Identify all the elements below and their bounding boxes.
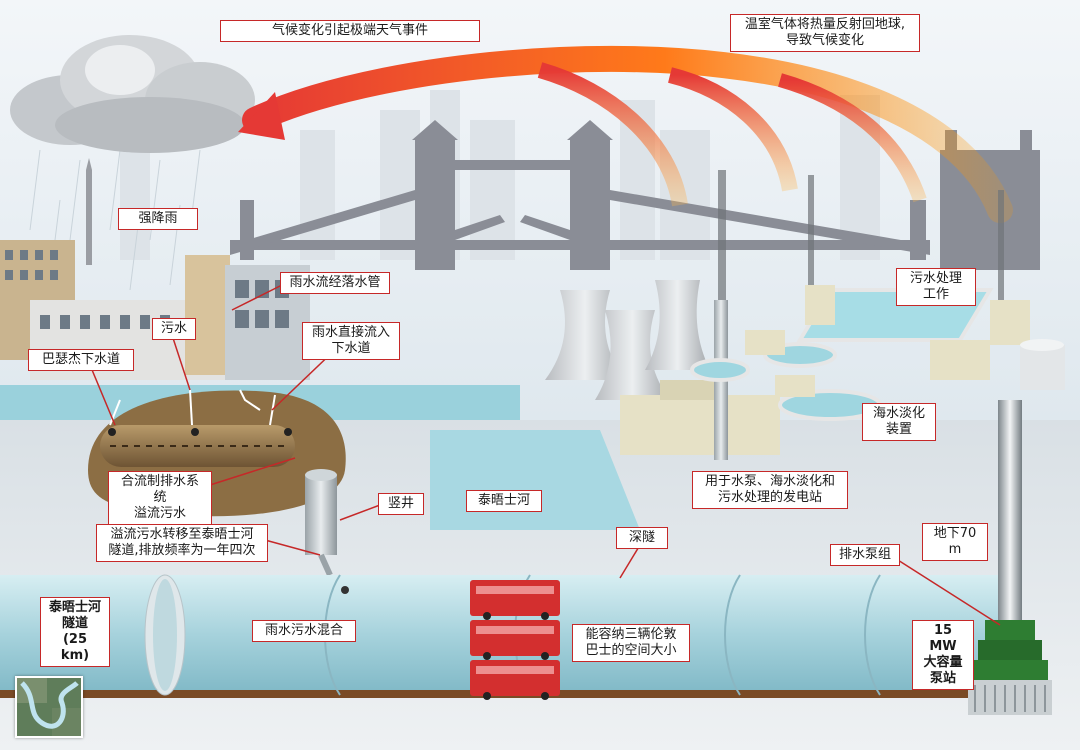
map-thumbnail-icon (15, 676, 83, 738)
label-depth: 地下70 m (922, 523, 988, 561)
monument (86, 158, 92, 265)
label-combined-overflow: 合流制排水系统 溢流污水 (108, 471, 212, 525)
label-power-station: 用于水泵、海水淡化和 污水处理的发电站 (692, 471, 848, 509)
label-sewage-treatment: 污水处理 工作 (896, 268, 976, 306)
label-bazalgette: 巴瑟杰下水道 (28, 349, 134, 371)
smoke (718, 170, 1004, 310)
label-shaft: 竖井 (378, 493, 424, 515)
label-desalination: 海水淡化 装置 (862, 403, 936, 441)
skyline (120, 90, 880, 260)
label-tideway-tunnel: 泰晤士河 隧道 (25 km) (40, 597, 110, 667)
greenhouse-arrows (238, 45, 1013, 223)
label-thames: 泰晤士河 (466, 490, 542, 512)
label-bus-capacity: 能容纳三辆伦敦 巴士的空间大小 (572, 624, 690, 662)
tower-bridge-icon (230, 120, 1040, 270)
label-sewage: 污水 (152, 318, 196, 340)
label-greenhouse: 温室气体将热量反射回地球, 导致气候变化 (730, 14, 920, 52)
bazalgette-sewer-pipe (100, 425, 295, 467)
downpipes (109, 389, 276, 426)
label-rain-downpipe: 雨水流经落水管 (280, 272, 390, 294)
label-mixed-water: 雨水污水混合 (252, 620, 356, 642)
label-overflow-transfer: 溢流污水转移至泰晤士河 隧道,排放频率为一年四次 (96, 524, 268, 562)
label-pump-set: 排水泵组 (830, 544, 900, 566)
label-heavy-rain: 强降雨 (118, 208, 198, 230)
label-deep-tunnel: 深隧 (616, 527, 668, 549)
label-pump-station: 15 MW 大容量 泵站 (912, 620, 974, 690)
bus-icon (470, 580, 560, 700)
pump-icon (968, 400, 1052, 715)
shaft (305, 469, 337, 577)
label-climate-event: 气候变化引起极端天气事件 (220, 20, 480, 42)
cloud-icon (10, 35, 255, 153)
label-rain-direct: 雨水直接流入 下水道 (302, 322, 400, 360)
cooling-tower-icon (545, 280, 710, 400)
power-station (620, 300, 780, 460)
